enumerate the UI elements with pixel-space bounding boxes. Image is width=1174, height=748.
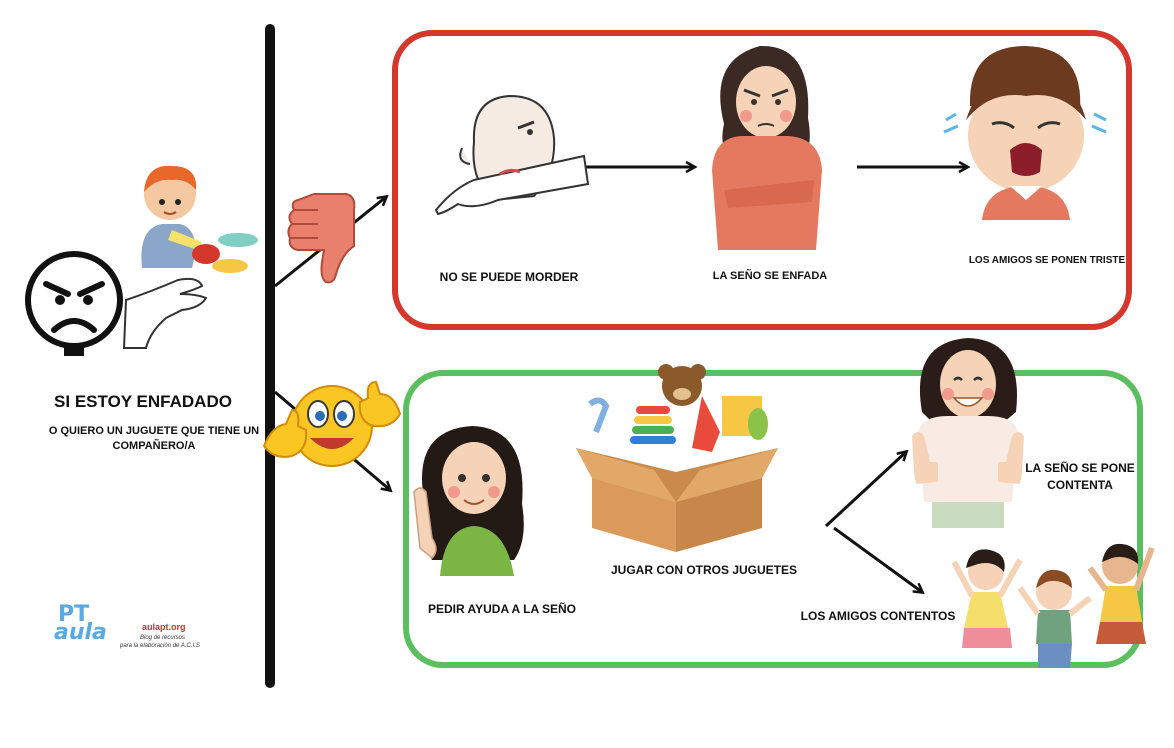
thumbs-down-icon	[287, 193, 356, 284]
vertical-divider	[265, 24, 275, 688]
toy-box-icon	[576, 364, 778, 552]
positive-step-3-label: LA SEÑO SE PONE CONTENTA	[1025, 461, 1135, 492]
positive-step-4-label: LOS AMIGOS CONTENTOS	[800, 609, 956, 623]
happy-kids-icon	[951, 543, 1155, 668]
negative-consequences-box	[392, 30, 1132, 330]
positive-consequences-box	[403, 370, 1143, 668]
thumbs-up-emoji-icon	[262, 380, 402, 467]
logo-brand-bottom: aula	[54, 620, 107, 645]
negative-step-2-label: LA SEÑO SE ENFADA	[712, 270, 828, 282]
logo-tagline-2: para la elaboración de A.C.I.S	[120, 643, 200, 649]
positive-step-2-label: JUGAR CON OTROS JUGUETES	[610, 563, 798, 577]
positive-step-1-label: PEDIR AYUDA A LA SEÑO	[427, 602, 577, 616]
situation-title: SI ESTOY ENFADADO	[54, 392, 232, 411]
angry-teacher-icon	[712, 45, 822, 250]
angry-face-icon	[25, 251, 123, 356]
logo-site: aulapt.org	[142, 622, 186, 632]
negative-step-1-label: NO SE PUEDE MORDER	[439, 270, 579, 284]
boy-playing-cars-icon	[141, 165, 258, 273]
happy-teacher-icon	[912, 338, 1024, 528]
reaching-hand-icon	[122, 277, 208, 349]
girl-raising-finger-icon	[413, 426, 524, 576]
aulapt-logo: PT aula aulapt.org Blog de recursos para…	[54, 602, 210, 654]
logo-brand-top: PT	[58, 602, 90, 627]
arrow-pos-up	[824, 452, 906, 528]
crying-boy-icon	[943, 46, 1107, 220]
situation-subtitle: O QUIERO UN JUGUETE QUE TIENE UN COMPAÑE…	[48, 425, 260, 452]
logo-tagline-1: Blog de recursos	[140, 635, 186, 641]
arrow-pos-down	[833, 526, 922, 592]
negative-step-3-label: LOS AMIGOS SE PONEN TRISTE	[968, 255, 1126, 266]
biting-arm-icon	[434, 94, 590, 216]
